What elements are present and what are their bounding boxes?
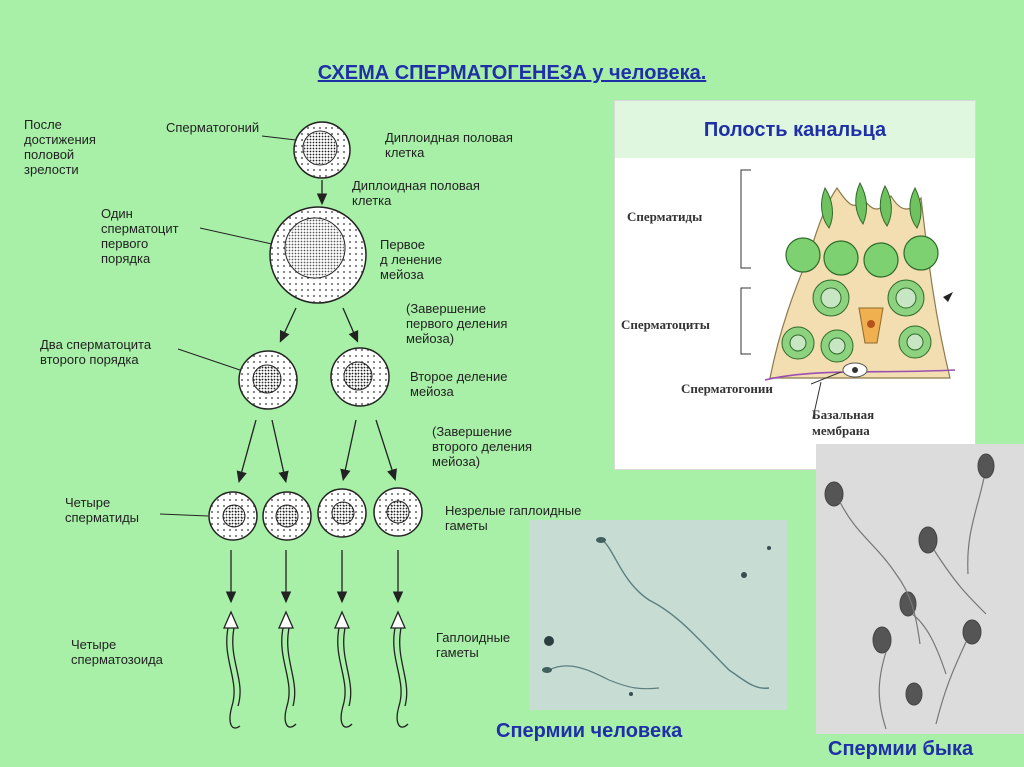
primary-spermatocyte-cell xyxy=(270,207,366,303)
spermatid-cell xyxy=(263,492,311,540)
label-end-second-division: (Завершение второго деления мейоза) xyxy=(432,424,532,469)
label-diploid-cell-1: Диплоидная половая клетка xyxy=(385,130,513,160)
label-after-maturity: После достижения половой зрелости xyxy=(24,117,96,177)
secondary-spermatocyte-cell xyxy=(331,348,389,406)
label-spermatogonium: Сперматогоний xyxy=(166,120,259,135)
bull-sperm-photo xyxy=(816,444,1024,734)
panel-label-spermatids: Сперматиды xyxy=(627,209,702,225)
spermatozoon xyxy=(279,612,296,727)
panel-label-spermatocytes: Сперматоциты xyxy=(621,317,710,333)
tubule-panel: Полость канальца xyxy=(614,100,976,470)
caption-bull-sperm: Спермии быка xyxy=(828,738,973,761)
spermatid-cell xyxy=(374,488,422,536)
spermatozoa xyxy=(224,612,408,728)
arrowhead xyxy=(943,292,953,302)
spermatozoon xyxy=(224,612,240,728)
spermatozoon xyxy=(391,612,408,727)
label-end-first-division: (Завершение первого деления мейоза) xyxy=(406,301,507,346)
spermatozoon xyxy=(335,612,352,727)
panel-label-basal-membrane: Базальная мембрана xyxy=(812,407,874,439)
label-two-spermatocytes: Два сперматоцита второго порядка xyxy=(40,337,151,367)
label-second-division: Второе деление мейоза xyxy=(410,369,507,399)
label-one-spermatocyte: Один сперматоцит первого порядка xyxy=(101,206,179,266)
spermatid-cell xyxy=(318,489,366,537)
panel-heading: Полость канальца xyxy=(615,101,975,158)
label-four-spermatids: Четыре сперматиды xyxy=(65,495,139,525)
label-diploid-cell-2: Диплоидная половая клетка xyxy=(352,178,480,208)
human-sperm-photo xyxy=(529,520,787,710)
nucleolus xyxy=(867,320,875,328)
brackets xyxy=(741,170,751,354)
spermatid-cell xyxy=(209,492,257,540)
label-four-spermatozoa: Четыре сперматозоида xyxy=(71,637,163,667)
label-first-division: Первое д ленение мейоза xyxy=(380,237,442,282)
secondary-spermatocyte-cell xyxy=(239,351,297,409)
spermatogonium-cell xyxy=(294,122,350,178)
caption-human-sperm: Спермии человека xyxy=(496,720,682,743)
label-haploid-gametes: Гаплоидные гаметы xyxy=(436,630,510,660)
tubule-illustration xyxy=(615,158,975,468)
panel-label-spermatogonia: Сперматогонии xyxy=(681,381,773,397)
leader-lines xyxy=(160,136,296,516)
